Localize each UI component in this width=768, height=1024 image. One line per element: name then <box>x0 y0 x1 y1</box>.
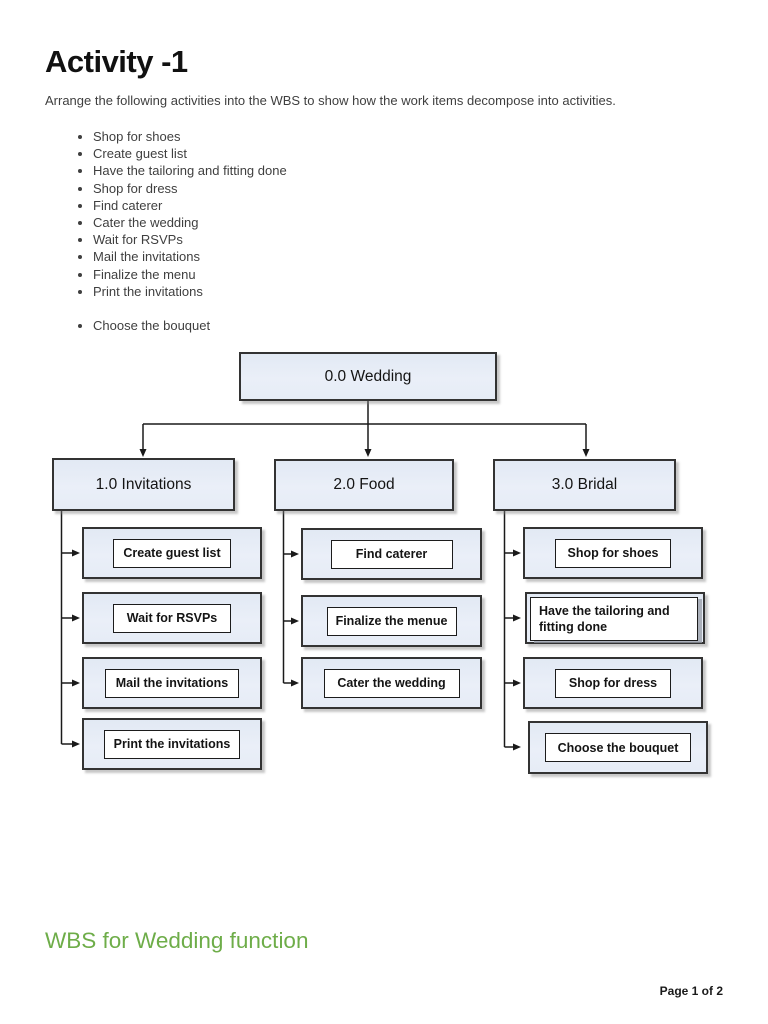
wbs-activity-mail-invitations: Mail the invitations <box>82 657 262 709</box>
wbs-activity-label: Have the tailoring and fitting done <box>530 597 698 641</box>
wbs-activity-label: Finalize the menue <box>326 606 457 636</box>
intro-text: Arrange the following activities into th… <box>45 93 616 108</box>
wbs-activity-label: Wait for RSVPs <box>113 603 231 633</box>
list-item: Have the tailoring and fitting done <box>93 162 287 179</box>
wbs-activity-wait-for-rsvps: Wait for RSVPs <box>82 592 262 644</box>
list-item: Wait for RSVPs <box>93 231 287 248</box>
wbs-activity-label: Shop for shoes <box>555 538 671 568</box>
wbs-activity-finalize-menu: Finalize the menue <box>301 595 482 647</box>
wbs-activity-tailoring: Have the tailoring and fitting done <box>525 592 705 644</box>
wbs-activity-choose-bouquet: Choose the bouquet <box>528 721 708 774</box>
wbs-activity-find-caterer: Find caterer <box>301 528 482 580</box>
wbs-activity-label: Print the invitations <box>104 729 240 759</box>
diagram-caption: WBS for Wedding function <box>45 928 309 953</box>
list-item: Create guest list <box>93 145 287 162</box>
wbs-activity-label: Create guest list <box>113 538 231 568</box>
wbs-root-node: 0.0 Wedding <box>239 352 497 401</box>
list-item: Shop for dress <box>93 180 287 197</box>
wbs-activity-create-guest-list: Create guest list <box>82 527 262 579</box>
wbs-activity-shop-dress: Shop for dress <box>523 657 703 709</box>
wbs-node-invitations: 1.0 Invitations <box>52 458 235 511</box>
list-item: Print the invitations <box>93 283 287 300</box>
wbs-activity-label: Find caterer <box>330 539 453 569</box>
page-title: Activity -1 <box>45 44 188 79</box>
wbs-node-food: 2.0 Food <box>274 459 454 511</box>
list-item: Shop for shoes <box>93 128 287 145</box>
list-item: Finalize the menu <box>93 266 287 283</box>
wbs-activity-label: Cater the wedding <box>323 668 460 698</box>
wbs-activity-print-invitations: Print the invitations <box>82 718 262 770</box>
wbs-activity-cater-wedding: Cater the wedding <box>301 657 482 709</box>
activity-list: Shop for shoes Create guest list Have th… <box>72 128 287 334</box>
wbs-activity-label: Shop for dress <box>555 668 671 698</box>
list-item: Find caterer <box>93 197 287 214</box>
wbs-activity-label: Mail the invitations <box>105 668 239 698</box>
list-item: Cater the wedding <box>93 214 287 231</box>
wbs-activity-label: Choose the bouquet <box>545 733 691 762</box>
list-item: Choose the bouquet <box>93 317 287 334</box>
list-item: Mail the invitations <box>93 248 287 265</box>
wbs-activity-shop-shoes: Shop for shoes <box>523 527 703 579</box>
wbs-node-bridal: 3.0 Bridal <box>493 459 676 511</box>
page-footer: Page 1 of 2 <box>659 984 723 998</box>
